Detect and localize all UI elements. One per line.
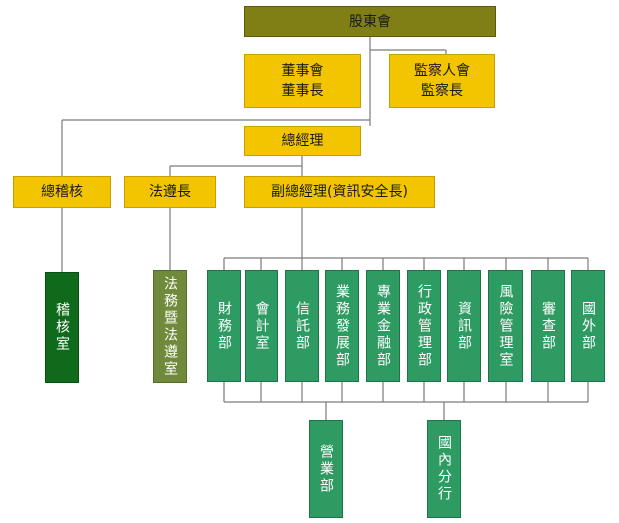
board-box: 董事會 董事長 bbox=[244, 54, 361, 108]
department-box: 信託部 bbox=[285, 270, 319, 382]
compliance-head-label: 法遵長 bbox=[149, 184, 191, 200]
department-label: 信託部 bbox=[294, 300, 310, 352]
general-manager-box: 總經理 bbox=[244, 126, 361, 156]
vice-president-box: 副總經理(資訊安全長) bbox=[244, 176, 435, 208]
compliance-head-box: 法遵長 bbox=[124, 176, 216, 208]
vice-president-label: 副總經理(資訊安全長) bbox=[271, 184, 408, 200]
domestic-branch-box: 國內分行 bbox=[427, 420, 461, 518]
department-label: 審查部 bbox=[540, 300, 556, 352]
department-label: 風險管理室 bbox=[497, 283, 514, 369]
shareholders-meeting-box: 股東會 bbox=[244, 6, 496, 37]
shareholders-meeting-label: 股東會 bbox=[349, 13, 391, 30]
chief-auditor-box: 總稽核 bbox=[13, 176, 111, 208]
legal-compliance-office-label: 法務暨法遵室 bbox=[162, 275, 178, 378]
department-box: 國外部 bbox=[571, 270, 605, 382]
board-label: 董事會 bbox=[281, 63, 324, 79]
audit-office-label: 稽核室 bbox=[54, 302, 70, 353]
chief-auditor-label: 總稽核 bbox=[41, 184, 83, 200]
department-box: 風險管理室 bbox=[488, 270, 523, 382]
department-label: 資訊部 bbox=[456, 300, 472, 352]
department-box: 行政管理部 bbox=[407, 270, 441, 382]
department-label: 業務發展部 bbox=[334, 283, 350, 369]
department-box: 審查部 bbox=[531, 270, 565, 382]
audit-office-box: 稽核室 bbox=[45, 272, 79, 383]
department-label: 國外部 bbox=[580, 300, 596, 352]
supervisor-box: 監察人會 監察長 bbox=[389, 54, 495, 108]
department-label: 財務部 bbox=[216, 300, 232, 352]
department-box: 專業金融部 bbox=[366, 270, 400, 382]
business-department-label: 營業部 bbox=[318, 443, 334, 495]
general-manager-label: 總經理 bbox=[281, 133, 324, 149]
department-box: 業務發展部 bbox=[325, 270, 359, 382]
department-box: 財務部 bbox=[207, 270, 241, 382]
supervisor-board-label: 監察人會 bbox=[414, 63, 470, 79]
department-label: 會計室 bbox=[253, 300, 270, 352]
department-label: 行政管理部 bbox=[416, 283, 432, 369]
department-box: 資訊部 bbox=[447, 270, 481, 382]
chairman-label: 董事長 bbox=[281, 83, 324, 99]
department-box: 會計室 bbox=[245, 270, 278, 382]
business-department-box: 營業部 bbox=[309, 420, 343, 518]
chief-supervisor-label: 監察長 bbox=[421, 83, 463, 99]
legal-compliance-office-box: 法務暨法遵室 bbox=[153, 270, 187, 383]
department-label: 專業金融部 bbox=[375, 283, 391, 369]
domestic-branch-label: 國內分行 bbox=[436, 435, 452, 503]
